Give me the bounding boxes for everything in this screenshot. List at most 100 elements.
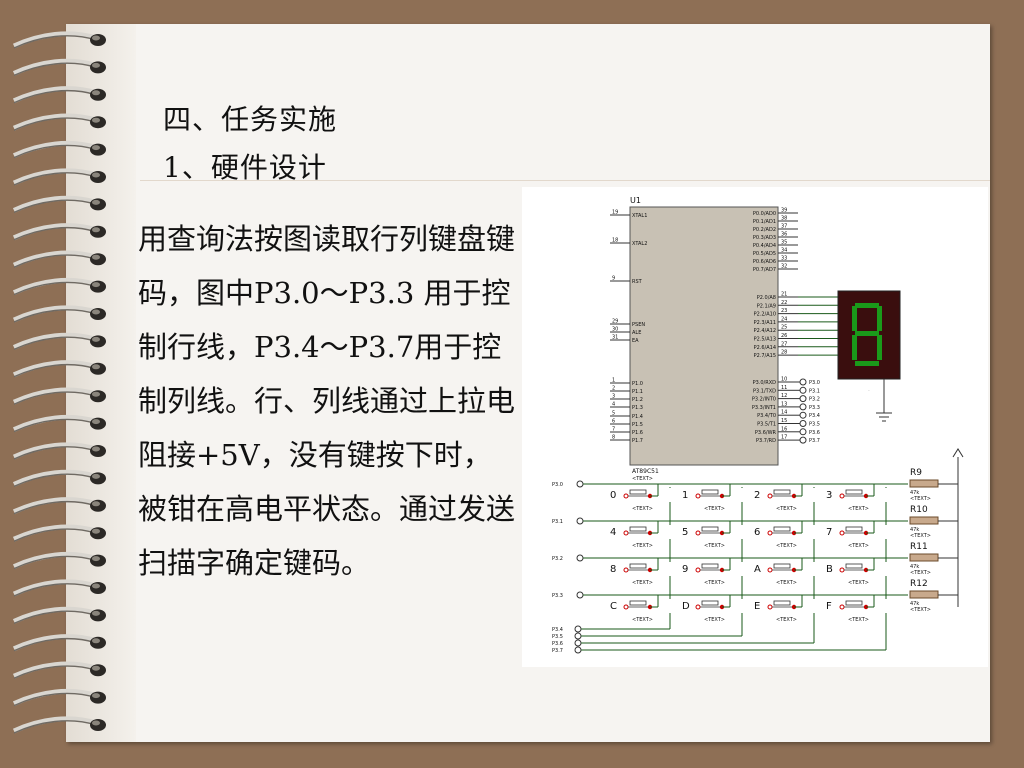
display-segment: [855, 331, 879, 336]
pin-number: 11: [781, 385, 787, 391]
net-terminal: [574, 639, 582, 647]
pin-name: PSEN: [632, 322, 645, 328]
net-terminal: [574, 625, 582, 633]
switch-contact: [623, 493, 629, 499]
switch-contact: [839, 604, 845, 610]
net-terminal: [576, 554, 584, 562]
resistor-placeholder: <TEXT>: [910, 496, 931, 502]
spiral-ring: [12, 606, 106, 625]
col-net-label: P3.6: [552, 641, 563, 647]
switch-actuator: [845, 563, 863, 569]
key-background: [752, 525, 816, 539]
key-background: [824, 562, 888, 576]
resistor: [909, 516, 939, 525]
key-background: [752, 599, 816, 613]
pin-name: P1.7: [632, 438, 643, 444]
pin-number: 2: [612, 386, 615, 392]
switch-contact: [863, 567, 869, 573]
key-label: F: [826, 601, 832, 612]
net-terminal: [799, 378, 807, 386]
key-background: [824, 488, 888, 502]
spiral-ring: [12, 113, 106, 131]
spiral-ring: [12, 415, 106, 433]
switch-actuator: [629, 526, 647, 532]
pin-name: P3.4/T0: [757, 413, 776, 419]
switch-actuator: [629, 600, 647, 606]
pin-name: XTAL1: [632, 213, 647, 219]
switch-actuator: [845, 600, 863, 606]
pin-name: P2.4/A12: [754, 328, 776, 334]
pin-number: 12: [781, 393, 787, 399]
switch-contact: [791, 567, 797, 573]
pin-number: 33: [781, 256, 787, 262]
key-background: [608, 562, 672, 576]
pin-number: 29: [612, 319, 618, 325]
pin-number: 28: [781, 350, 787, 356]
pin-name: P3.3/INT1: [752, 405, 776, 411]
key-label: 0: [610, 490, 616, 501]
pin-number: 13: [781, 401, 787, 407]
resistor-ref: R11: [910, 542, 928, 552]
pin-name: P0.1/AD1: [753, 219, 776, 225]
resistor-ref: R12: [910, 579, 928, 589]
pin-number: 9: [612, 276, 615, 282]
vcc-arrow: [952, 448, 964, 458]
switch-actuator: [701, 526, 719, 532]
pin-name: P0.4/AD4: [753, 243, 776, 249]
net-terminal: [799, 386, 807, 394]
pin-number: 1: [612, 378, 615, 384]
key-placeholder: <TEXT>: [704, 506, 725, 512]
resistor-placeholder: <TEXT>: [910, 570, 931, 576]
pin-number: 38: [781, 216, 787, 222]
switch-contact: [791, 530, 797, 536]
pin-name: P0.6/AD6: [753, 259, 776, 265]
switch-contact: [767, 604, 773, 610]
key-placeholder: <TEXT>: [704, 617, 725, 623]
pin-number: 6: [612, 419, 615, 425]
net-terminal: [576, 480, 584, 488]
resistor-value: 47k: [910, 527, 919, 533]
spiral-ring: [12, 552, 106, 570]
switch-contact: [839, 567, 845, 573]
spiral-ring: [12, 661, 106, 679]
switch-actuator: [845, 526, 863, 532]
key-background: [608, 488, 672, 502]
display-segment: [877, 335, 882, 360]
row-net-label: P3.1: [552, 519, 563, 525]
pin-number: 32: [781, 264, 787, 270]
switch-actuator: [629, 563, 647, 569]
switch-actuator: [701, 563, 719, 569]
display-segment: [855, 303, 879, 308]
net-label: P3.5: [809, 422, 820, 428]
net-label: P3.0: [809, 380, 820, 386]
spiral-ring: [12, 716, 106, 734]
spiral-ring: [12, 31, 106, 49]
spiral-ring: [12, 168, 106, 186]
key-placeholder: <TEXT>: [776, 543, 797, 549]
display-segment: [855, 361, 879, 366]
pin-number: 8: [612, 435, 615, 441]
pin-name: P2.2/A10: [754, 312, 776, 318]
key-placeholder: <TEXT>: [848, 617, 869, 623]
switch-actuator: [701, 489, 719, 495]
key-label: C: [610, 601, 617, 612]
pin-number: 37: [781, 224, 787, 230]
pin-number: 16: [781, 426, 787, 432]
spiral-binding: [12, 31, 106, 734]
spiral-ring: [12, 469, 106, 488]
pin-number: 35: [781, 240, 787, 246]
pin-name: XTAL2: [632, 241, 647, 247]
net-terminal: [576, 517, 584, 525]
key-placeholder: <TEXT>: [776, 506, 797, 512]
pin-name: RST: [632, 279, 643, 285]
switch-contact: [695, 530, 701, 536]
chip-placeholder: <TEXT>: [632, 476, 653, 482]
pin-number: 24: [781, 316, 787, 322]
pin-name: P1.1: [632, 389, 643, 395]
resistor: [909, 553, 939, 562]
switch-contact: [695, 604, 701, 610]
pin-name: P1.5: [632, 422, 643, 428]
key-background: [680, 599, 744, 613]
key-label: 9: [682, 564, 688, 575]
